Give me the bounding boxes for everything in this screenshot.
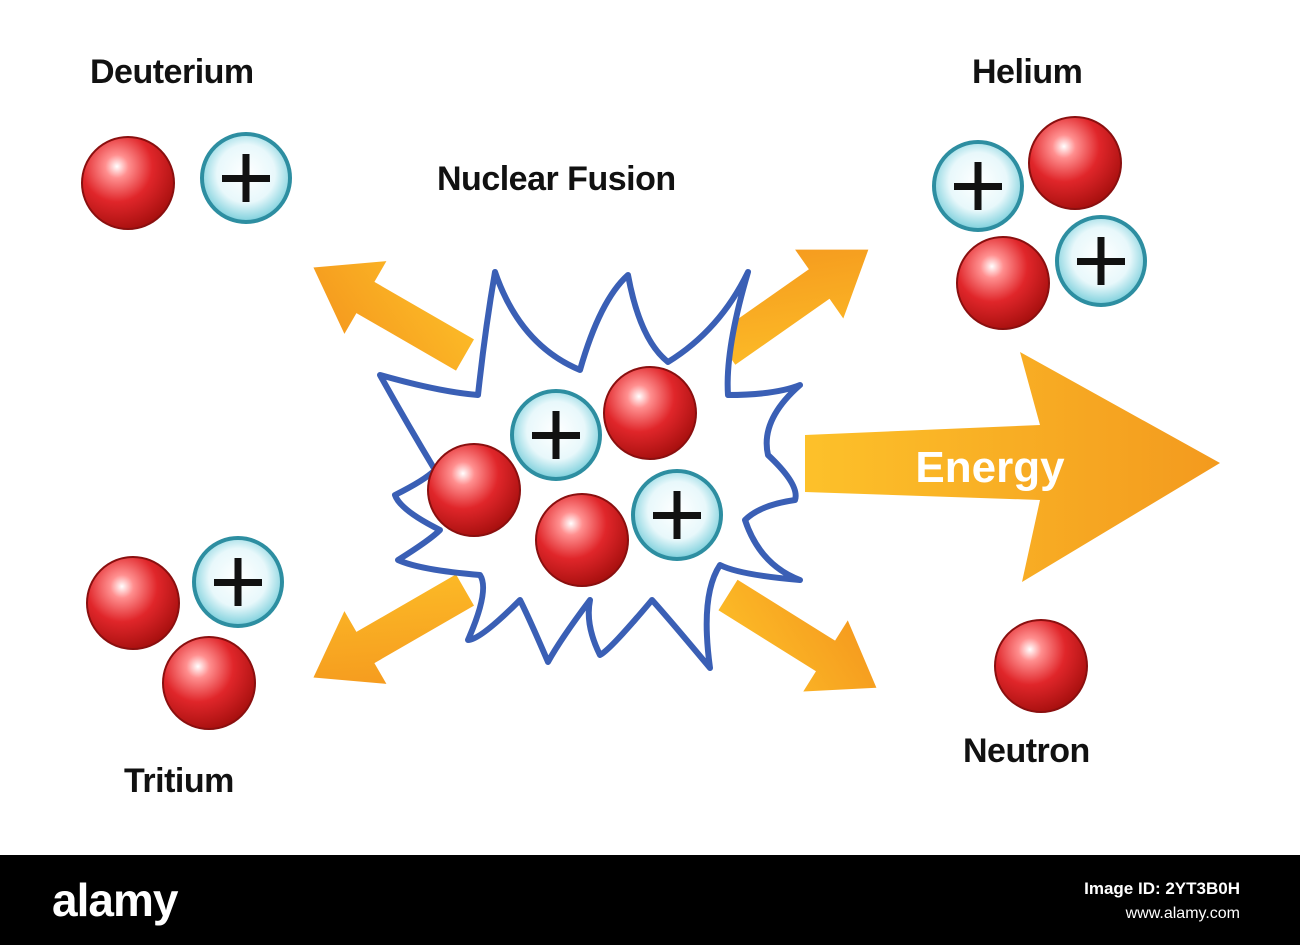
proton-icon xyxy=(631,469,723,561)
proton-icon xyxy=(510,389,602,481)
neutron-icon xyxy=(956,236,1050,330)
nuclear-fusion-diagram: Energy xyxy=(81,116,1220,730)
neutron-product xyxy=(994,619,1088,713)
diagram-title: Nuclear Fusion xyxy=(437,160,676,198)
fusion-burst xyxy=(377,269,803,671)
watermark-footer: alamy Image ID: 2YT3B0H www.alamy.com xyxy=(0,855,1300,945)
watermark-image-id: Image ID: 2YT3B0H xyxy=(1084,879,1240,898)
arrow-bottom-right xyxy=(718,579,877,692)
proton-icon xyxy=(192,536,284,628)
nucleus-cluster xyxy=(427,366,723,587)
neutron-label: Neutron xyxy=(963,732,1090,770)
proton-icon xyxy=(200,132,292,224)
energy-label: Energy xyxy=(915,443,1065,492)
neutron-icon xyxy=(162,636,256,730)
tritium-label: Tritium xyxy=(124,762,234,800)
neutron-icon xyxy=(81,136,175,230)
watermark-site: www.alamy.com xyxy=(1125,905,1240,922)
neutron-icon xyxy=(86,556,180,650)
watermark-logo: alamy xyxy=(52,874,178,926)
energy-arrow xyxy=(805,352,1220,582)
deuterium-label: Deuterium xyxy=(90,53,254,91)
helium-label: Helium xyxy=(972,53,1083,91)
arrow-top-right xyxy=(714,249,869,365)
neutron-icon xyxy=(535,493,629,587)
helium-particles xyxy=(932,116,1147,330)
arrow-bottom-left xyxy=(313,574,474,684)
proton-icon xyxy=(1055,215,1147,307)
neutron-icon xyxy=(994,619,1088,713)
neutron-icon xyxy=(1028,116,1122,210)
neutron-icon xyxy=(603,366,697,460)
tritium-particles xyxy=(86,536,284,730)
arrow-top-left xyxy=(313,261,474,371)
neutron-icon xyxy=(427,443,521,537)
proton-icon xyxy=(932,140,1024,232)
deuterium-particles xyxy=(81,132,292,230)
